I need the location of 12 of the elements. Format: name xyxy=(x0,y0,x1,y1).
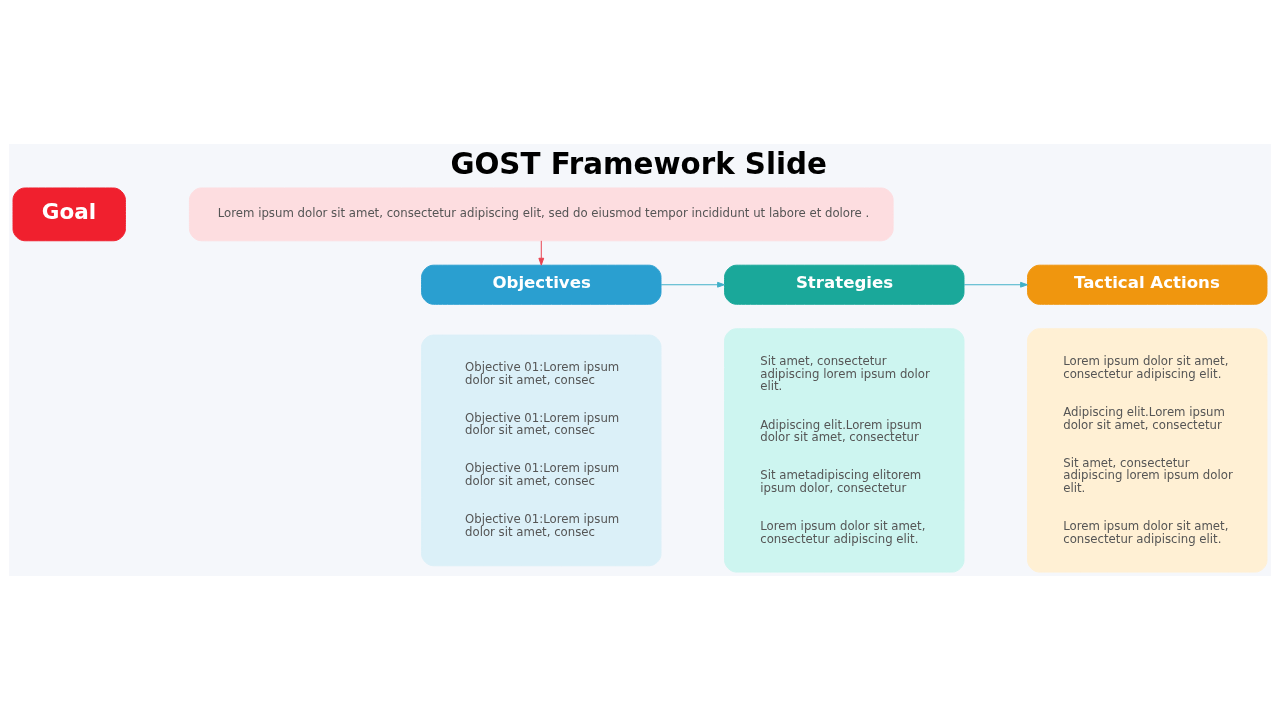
node-box: Goal xyxy=(12,187,126,242)
diagram-title: GOST Framework Slide xyxy=(450,147,827,182)
arrow xyxy=(963,281,1028,288)
node-box: Lorem ipsum dolor sit amet, consectetur adipiscing elit. Adipiscing elit.Lorem ipsum dolor sit amet, consectetur Sit amet, consectetur adipiscing lorem ipsum dolor elit. Lorem ipsum dolor sit amet, consectetur adipiscing elit. xyxy=(1027,328,1268,573)
node-box: Objectives xyxy=(421,264,662,305)
arrow xyxy=(538,240,545,266)
node-box: Strategies xyxy=(724,264,965,305)
node-box: Sit amet, consectetur adipiscing lorem ipsum dolor elit. Adipiscing elit.Lorem ipsum dolor sit amet, consectetur Sit ametadipiscing elitorem ipsum dolor, consectetur Lorem ipsum dolor sit amet, consectetur adipiscing elit. xyxy=(724,328,965,573)
node-box: Tactical Actions xyxy=(1027,264,1268,305)
node-box: Objective 01:Lorem ipsum dolor sit amet, consec Objective 01:Lorem ipsum dolor sit amet, consec Objective 01:Lorem ipsum dolor sit amet, consec Objective 01:Lorem ipsum dolor sit amet, consec xyxy=(421,334,662,567)
arrow xyxy=(660,281,725,288)
node-box: Lorem ipsum dolor sit amet, consectetur adipiscing elit, sed do eiusmod tempor incididunt ut labore et dolore . xyxy=(188,187,894,242)
